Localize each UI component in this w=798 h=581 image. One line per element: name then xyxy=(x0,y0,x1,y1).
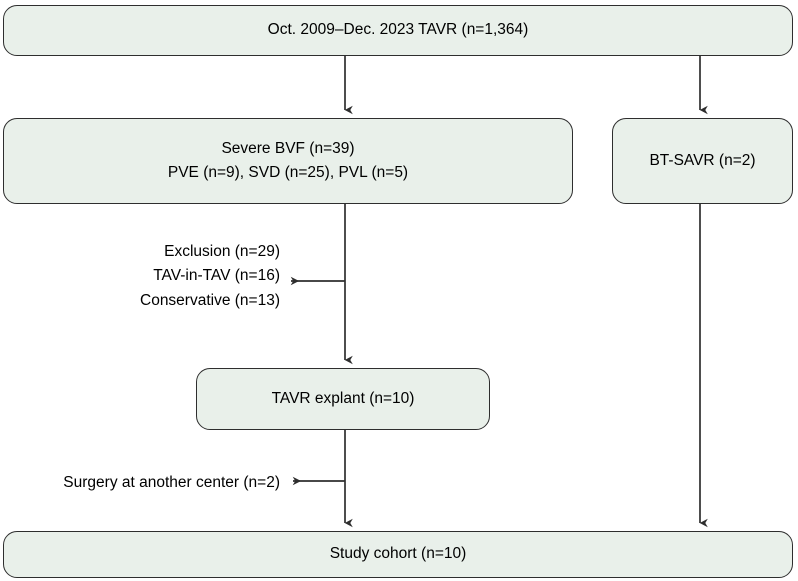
node-study-cohort: Study cohort (n=10) xyxy=(3,531,793,578)
node-severe-bvf: Severe BVF (n=39) PVE (n=9), SVD (n=25),… xyxy=(3,118,573,204)
node-bt-savr-line-1: BT-SAVR (n=2) xyxy=(649,151,756,169)
label-exclusion: Exclusion (n=29) TAV-in-TAV (n=16) Conse… xyxy=(20,240,280,313)
label-exclusion-line-1: Exclusion (n=29) xyxy=(164,243,280,260)
label-surgery-elsewhere-line-1: Surgery at another center (n=2) xyxy=(63,474,280,491)
label-exclusion-line-3: Conservative (n=13) xyxy=(140,291,280,309)
node-bt-savr: BT-SAVR (n=2) xyxy=(612,118,793,204)
node-study-cohort-line-1: Study cohort (n=10) xyxy=(329,545,467,563)
node-cohort-source-line-1: Oct. 2009–Dec. 2023 TAVR (n=1,364) xyxy=(267,21,529,39)
node-severe-bvf-line-2: PVE (n=9), SVD (n=25), PVL (n=5) xyxy=(167,164,409,181)
node-severe-bvf-line-1: Severe BVF (n=39) xyxy=(221,139,355,157)
node-cohort-source: Oct. 2009–Dec. 2023 TAVR (n=1,364) xyxy=(3,5,793,56)
label-surgery-elsewhere: Surgery at another center (n=2) xyxy=(8,471,280,495)
node-tavr-explant-line-1: TAVR explant (n=10) xyxy=(271,389,415,407)
node-tavr-explant: TAVR explant (n=10) xyxy=(196,368,490,430)
label-exclusion-line-2: TAV-in-TAV (n=16) xyxy=(153,267,280,285)
